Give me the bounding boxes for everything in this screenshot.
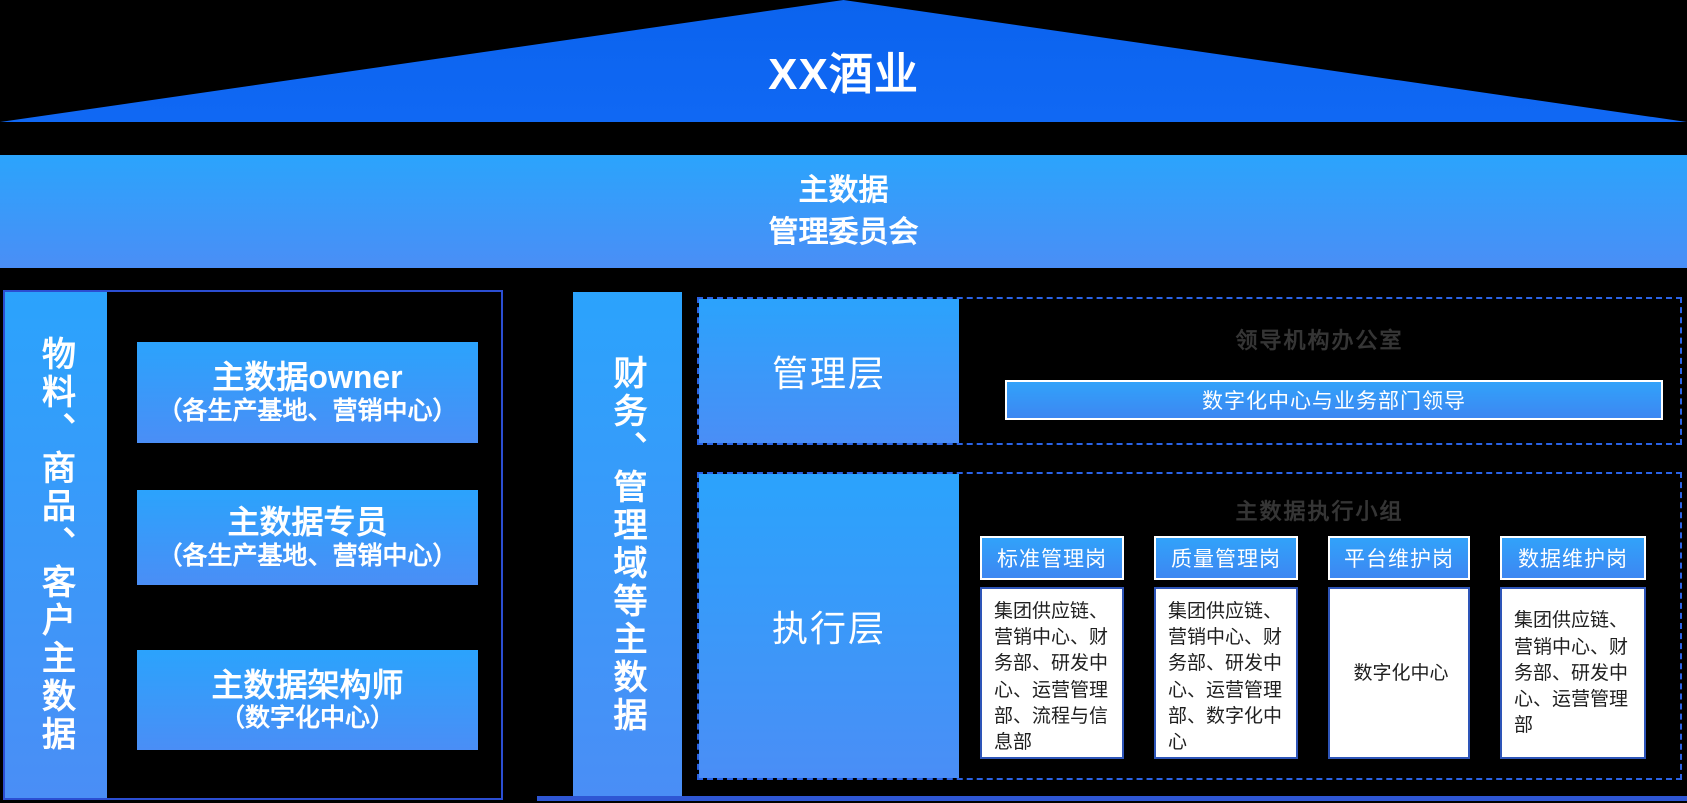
- committee-banner-line1: 主数据: [798, 173, 889, 207]
- execution-row: 执行层 主数据执行小组 标准管理岗 集团供应链、营销中心、财务部、研发中心、运营…: [697, 472, 1682, 780]
- role-title: 主数据架构师: [211, 666, 404, 703]
- position-header-quality: 质量管理岗: [1154, 536, 1298, 580]
- role-box-owner: 主数据owner （各生产基地、营销中心）: [137, 342, 478, 443]
- bottom-accent-line: [537, 796, 1687, 801]
- leadership-office-box: 数字化中心与业务部门领导: [1005, 380, 1663, 420]
- management-row: 管理层 领导机构办公室 数字化中心与业务部门领导: [697, 297, 1682, 445]
- role-subtitle: （各生产基地、营销中心）: [157, 541, 458, 570]
- material-domain-panel: 物料、商品、客户主数据 主数据owner （各生产基地、营销中心） 主数据专员 …: [3, 290, 503, 800]
- position-members-standards: 集团供应链、营销中心、财务部、研发中心、运营管理部、流程与信息部: [980, 587, 1124, 759]
- committee-banner: 主数据 管理委员会: [0, 155, 1687, 268]
- company-title: XX酒业: [768, 50, 919, 99]
- position-header-standards: 标准管理岗: [980, 536, 1124, 580]
- material-domain-sidebar: 物料、商品、客户主数据: [5, 292, 107, 798]
- finance-domain-sidebar: 财务、管理域等主数据: [573, 292, 682, 798]
- role-title: 主数据专员: [227, 504, 388, 541]
- role-title: 主数据owner: [212, 359, 403, 396]
- role-subtitle: （各生产基地、营销中心）: [157, 396, 458, 425]
- role-box-architect: 主数据架构师 （数字化中心）: [137, 650, 478, 750]
- position-members-quality: 集团供应链、营销中心、财务部、研发中心、运营管理部、数字化中心: [1154, 587, 1298, 759]
- committee-banner-line2: 管理委员会: [768, 215, 919, 249]
- roof-triangle: XX酒业: [0, 0, 1687, 122]
- position-header-platform: 平台维护岗: [1328, 536, 1470, 580]
- position-members-platform: 数字化中心: [1328, 587, 1470, 759]
- role-subtitle: （数字化中心）: [219, 704, 395, 733]
- management-layer-box: 管理层: [699, 299, 959, 443]
- leadership-office-title: 领导机构办公室: [1235, 328, 1404, 353]
- execution-layer-box: 执行层: [699, 474, 959, 778]
- role-box-specialist: 主数据专员 （各生产基地、营销中心）: [137, 490, 478, 585]
- execution-team-title: 主数据执行小组: [1235, 499, 1404, 524]
- position-members-data-maintenance: 集团供应链、营销中心、财务部、研发中心、运营管理部: [1500, 587, 1646, 759]
- position-header-data-maintenance: 数据维护岗: [1500, 536, 1646, 580]
